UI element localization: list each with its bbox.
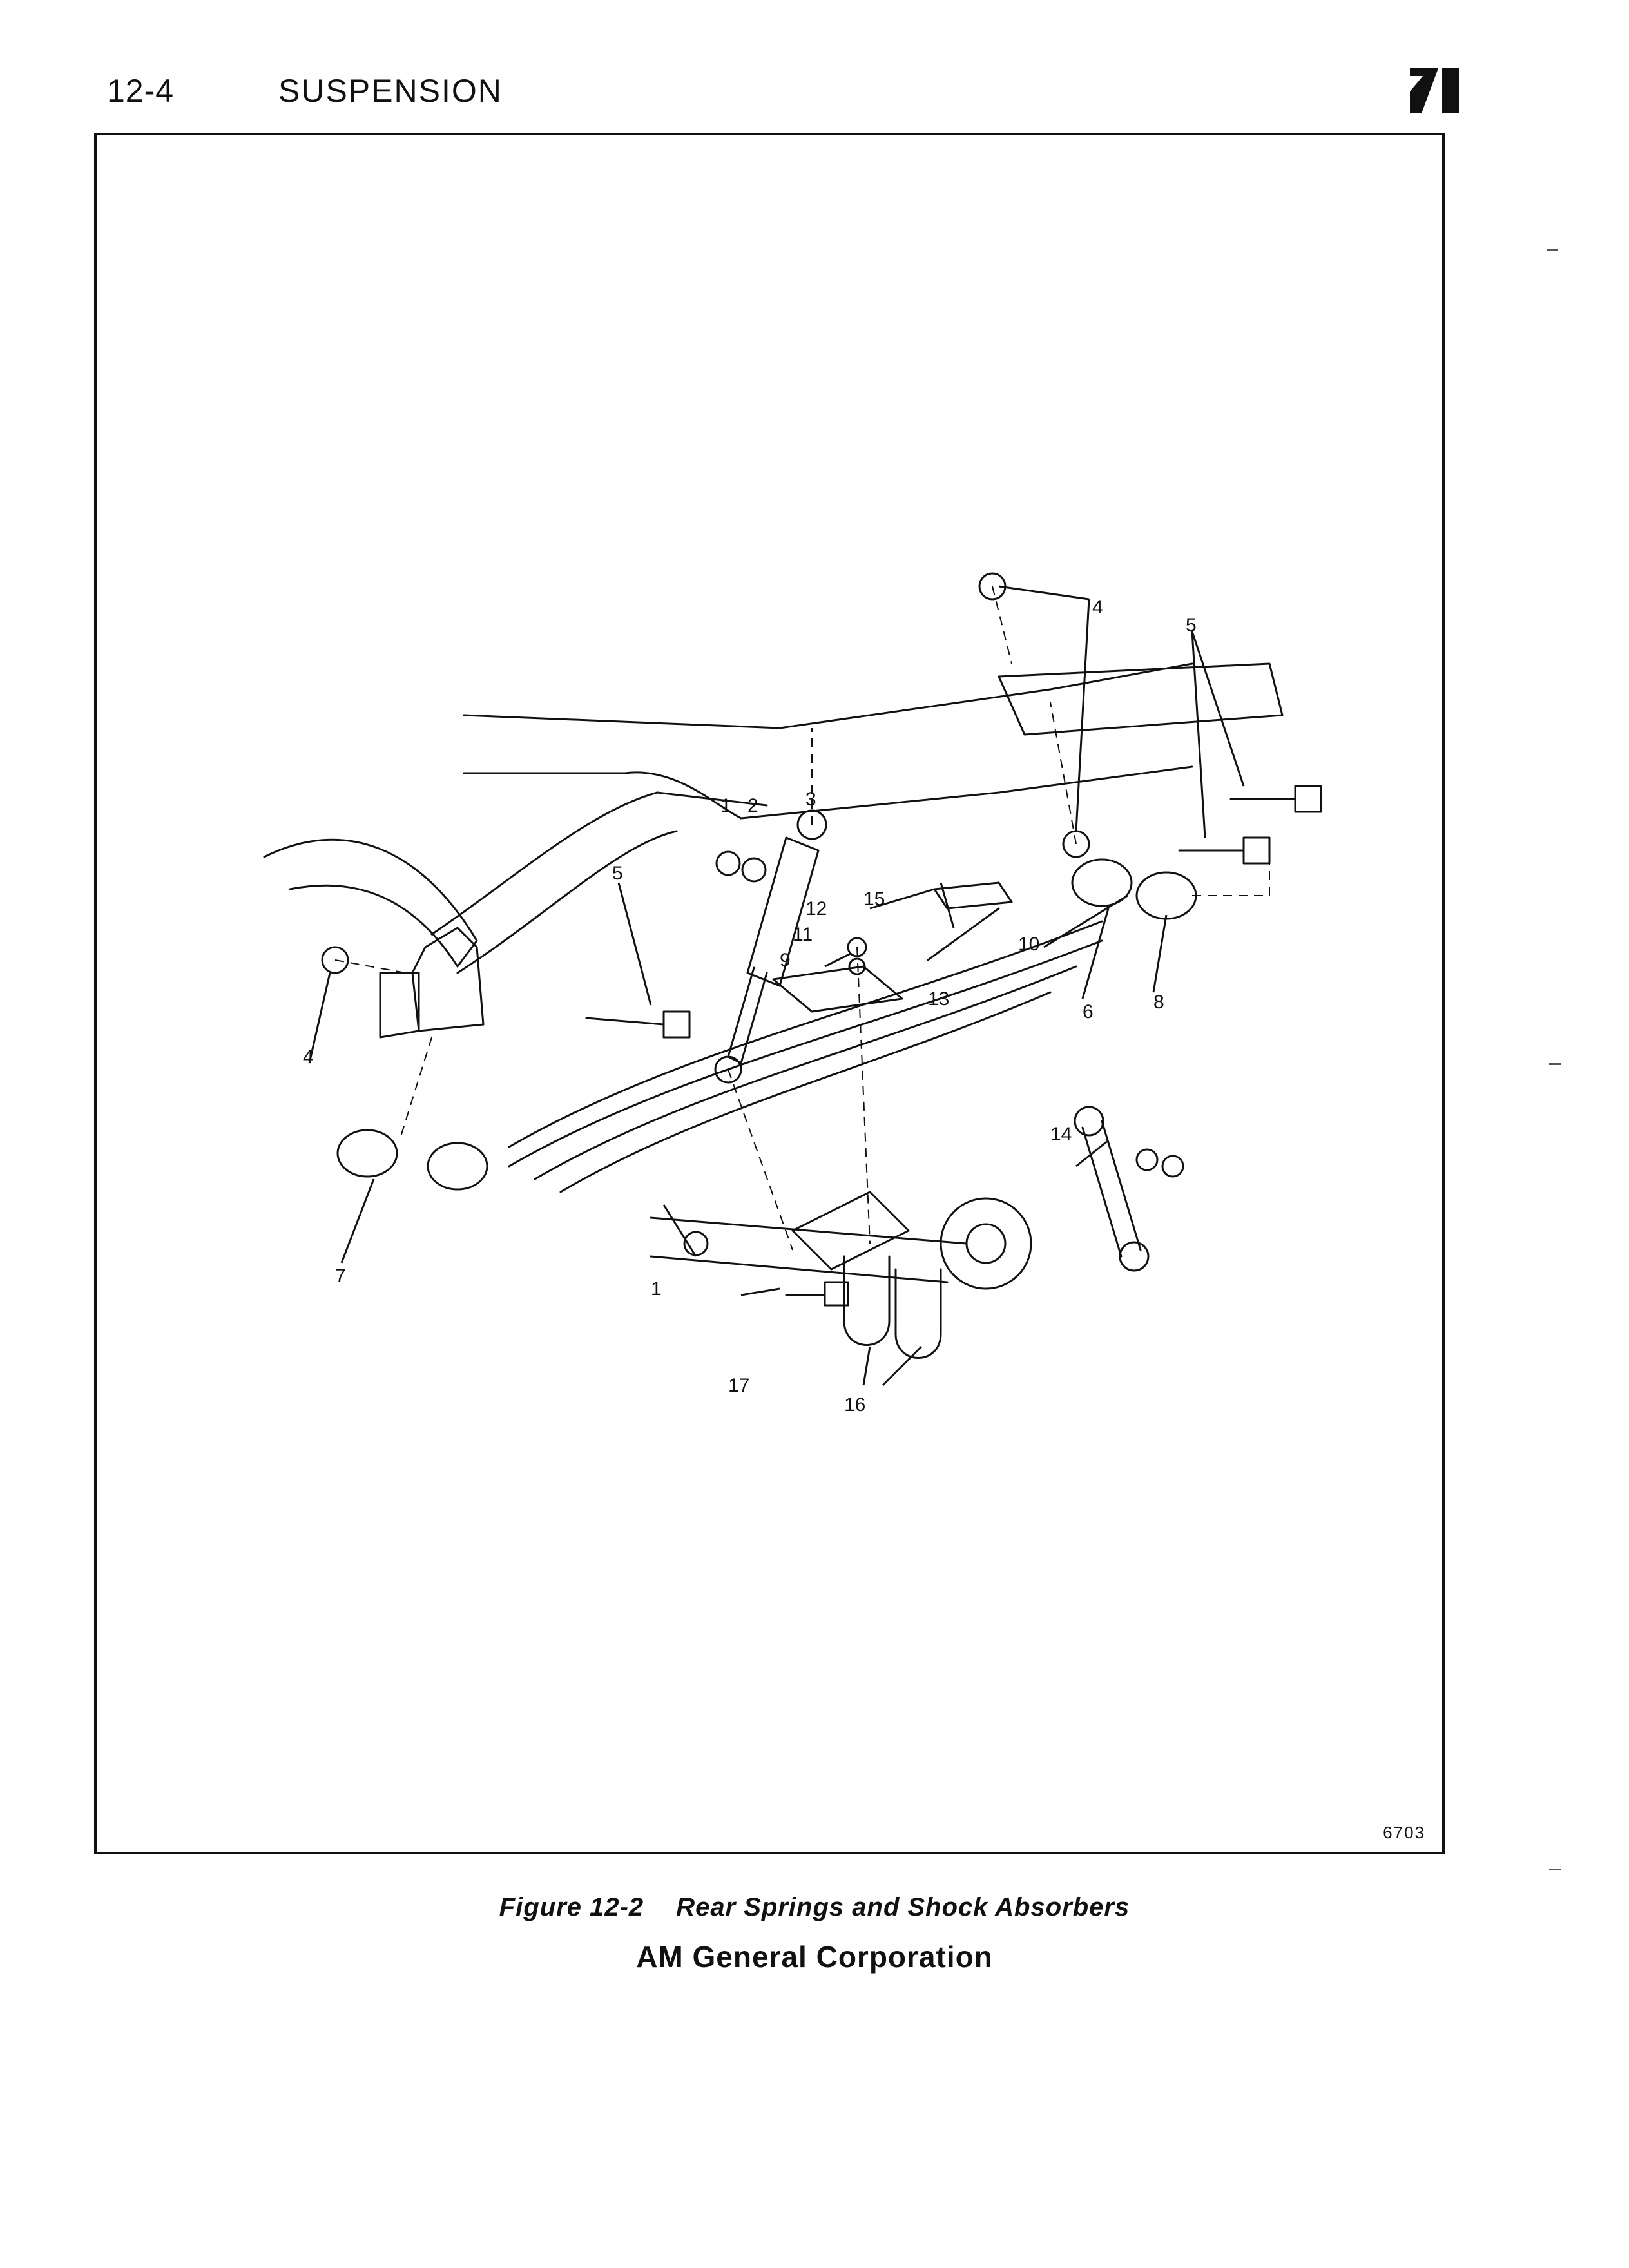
callout-label: 16	[844, 1394, 865, 1416]
callout-label: 5	[1186, 615, 1197, 636]
callout-label: 5	[612, 863, 623, 884]
callout-label: 6	[1083, 1001, 1094, 1023]
front-spring-hanger	[379, 927, 485, 1039]
leaf-spring	[508, 920, 1103, 1193]
section-title: SUSPENSION	[278, 73, 503, 109]
callout-label: 15	[863, 889, 885, 910]
suspension-exploded-drawing: 1 1 2 3 4 4 5 5 6 7 8 9 10 11 12 13 14 1…	[263, 572, 1322, 1416]
figure-caption: Figure 12-2 Rear Springs and Shock Absorb…	[0, 1893, 1629, 1922]
shackle	[1081, 1120, 1142, 1258]
callout-label: 7	[335, 1265, 346, 1287]
rear-fender	[263, 838, 478, 968]
callout-label: 11	[793, 924, 813, 945]
rear-axle	[650, 1191, 968, 1283]
callout-label: 12	[805, 898, 827, 919]
callout-label: 9	[780, 950, 791, 971]
callout-label: 3	[805, 789, 816, 810]
callout-label: 17	[728, 1375, 749, 1396]
callout-label: 4	[303, 1046, 314, 1068]
figure-label: Figure 12-2	[499, 1893, 644, 1921]
callout-label: 4	[1092, 597, 1103, 618]
callout-label: 14	[1050, 1124, 1072, 1145]
scan-mark	[1549, 1063, 1561, 1065]
frame-rail	[463, 662, 1193, 820]
u-bolt	[843, 1255, 891, 1346]
callout-labels: 1 1 2 3 4 4 5 5 6 7 8 9 10 11 12 13 14 1…	[303, 597, 1197, 1416]
bolt	[585, 798, 1296, 1296]
callout-label: 1	[651, 1278, 662, 1300]
publisher-logo-icon	[1410, 68, 1459, 113]
scan-mark	[1547, 249, 1558, 251]
figure-title: Rear Springs and Shock Absorbers	[676, 1893, 1130, 1921]
frame-rail-kickup	[430, 791, 768, 974]
callout-label: 1	[720, 795, 731, 816]
scan-mark	[1549, 1869, 1561, 1870]
drawing-number: 6703	[1383, 1823, 1425, 1842]
company-name: AM General Corporation	[636, 1940, 993, 1974]
callout-label: 13	[928, 988, 949, 1010]
spring-plate	[772, 965, 903, 1013]
bracket	[927, 881, 1013, 961]
callout-label: 2	[747, 795, 758, 816]
figure-frame: 1 1 2 3 4 4 5 5 6 7 8 9 10 11 12 13 14 1…	[94, 133, 1445, 1854]
page-number: 12-4	[107, 73, 175, 109]
axle-flange	[940, 1197, 1032, 1290]
callout-label: 10	[1018, 934, 1039, 955]
callout-label: 8	[1153, 992, 1164, 1013]
